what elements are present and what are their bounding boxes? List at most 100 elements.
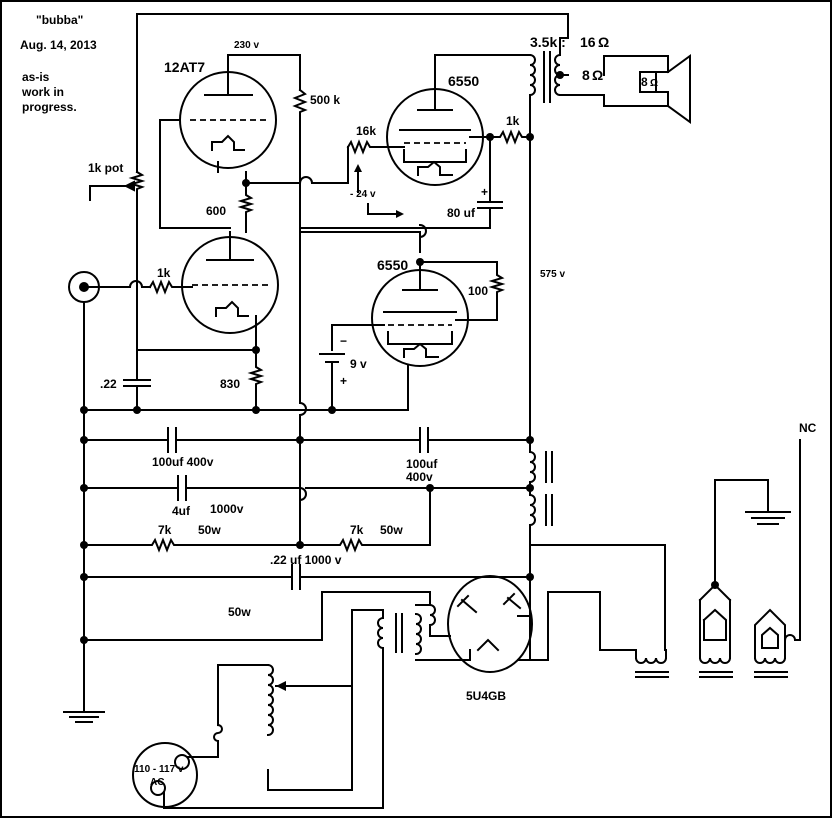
label-ac: AC (150, 777, 164, 788)
note-status-1: as-is (22, 70, 50, 84)
battery-9v (319, 324, 385, 411)
note-date: Aug. 14, 2013 (20, 38, 97, 52)
bus-545-right (529, 544, 666, 651)
node-battery (328, 406, 336, 414)
ac-plug-pin-a (150, 780, 166, 796)
label-022-1000v: .22 uf 1000 v (270, 553, 342, 567)
arrow-24v-horizontal (367, 203, 399, 215)
label-4uf: 4uf (172, 504, 191, 518)
node-410-b (133, 406, 141, 414)
arrow-24v-right (396, 210, 404, 218)
label-bat-plus: + (340, 374, 347, 388)
label-speaker-8: 8 (641, 75, 648, 89)
label-5u4gb: 5U4GB (466, 689, 506, 703)
label-xfmr-8-ohm: Ω (592, 67, 603, 83)
ac-plug-neutral (163, 789, 384, 809)
resistor-600 (237, 182, 255, 233)
lower-cathode-ground (299, 364, 409, 411)
input-line (83, 280, 151, 288)
cap-100uf-right (299, 427, 531, 453)
variac (213, 663, 353, 753)
node-577-left (80, 573, 88, 581)
pot-wiper-arrow (123, 180, 135, 192)
label-50w-bottom: 50w (228, 605, 251, 619)
label-xfmr-16: 16 (580, 34, 596, 50)
label-xfmr-8: 8 (582, 67, 590, 83)
label-neg24v: - 24 v (350, 189, 376, 200)
label-bat-minus: − (340, 334, 347, 348)
label-500k: 500 k (310, 93, 340, 107)
label-16k: 16k (356, 124, 376, 138)
node-600-top (242, 179, 250, 187)
note-status-2: work in (21, 85, 64, 99)
ac-plug-hot (187, 751, 219, 758)
label-xfmr-16-ohm: Ω (598, 34, 609, 50)
label-ac-voltage: 110 - 117 v (134, 764, 184, 775)
pot-1k (128, 170, 146, 374)
node-488-right (526, 484, 534, 492)
resistor-16k (346, 139, 405, 155)
label-6550-bottom: 6550 (377, 257, 408, 273)
label-80uf: 80 uf (447, 206, 476, 220)
label-600: 600 (206, 204, 226, 218)
filament-winding-c (753, 439, 801, 678)
node-577-right (526, 573, 534, 581)
label-7k-left: 7k (158, 523, 172, 537)
ground-symbol-right (745, 511, 791, 525)
label-speaker-ohm: Ω (650, 78, 658, 89)
node-410 (80, 406, 88, 414)
rect-heater (517, 591, 637, 661)
label-12at7: 12AT7 (164, 59, 205, 75)
label-1k-pot: 1k pot (88, 161, 123, 175)
node-488-left (80, 484, 88, 492)
label-830: 830 (220, 377, 240, 391)
label-100: 100 (468, 284, 488, 298)
upper-grid-wire (159, 119, 231, 229)
pot-wiper (89, 185, 127, 201)
label-7k-right: 7k (350, 523, 364, 537)
resistor-1k-grid (148, 279, 193, 295)
node-545-left (80, 541, 88, 549)
label-9v: 9 v (350, 357, 367, 371)
note-status-3: progress. (22, 100, 77, 114)
label-1k-grid: 1k (157, 266, 171, 280)
note-name: "bubba" (36, 13, 83, 27)
label-230v: 230 v (234, 40, 259, 51)
cap-022 (123, 372, 151, 411)
cap-022-1000v (83, 564, 531, 590)
node-410-c (252, 406, 260, 414)
ground-symbol-left (63, 711, 105, 723)
tube-6550-lower (371, 261, 469, 367)
crossover-lower-6550 (418, 223, 427, 239)
ac-plug-pin-b (174, 754, 190, 770)
arrow-24v-up (354, 164, 362, 172)
resistor-1k-plate (469, 129, 531, 145)
top-rail-wire (136, 13, 569, 29)
label-xfmr-primary: 3.5k : (530, 34, 566, 50)
label-400v-right: 400v (406, 470, 433, 484)
label-575v: 575 v (540, 269, 565, 280)
tube-5u4gb (447, 575, 533, 673)
bus-640 (83, 591, 431, 641)
cathode-wire-upper (245, 171, 301, 184)
resistor-830 (247, 349, 265, 411)
label-80uf-plus: + (481, 185, 488, 199)
tube-12at7-lower (181, 231, 279, 334)
filament-winding-b (698, 479, 769, 678)
label-6550-top: 6550 (448, 73, 479, 89)
cap-4uf (83, 475, 307, 502)
choke-lower (528, 493, 553, 527)
label-nc: NC (799, 421, 817, 435)
node-640 (80, 636, 88, 644)
output-transformer (528, 27, 691, 138)
cap-80uf (299, 136, 503, 229)
primary-lead (267, 609, 384, 791)
resistor-100 (419, 261, 506, 321)
resistor-7k-left (83, 537, 301, 553)
choke-upper (528, 450, 553, 484)
label-100uf-right: 100uf (406, 457, 438, 471)
node-545-mid (296, 541, 304, 549)
